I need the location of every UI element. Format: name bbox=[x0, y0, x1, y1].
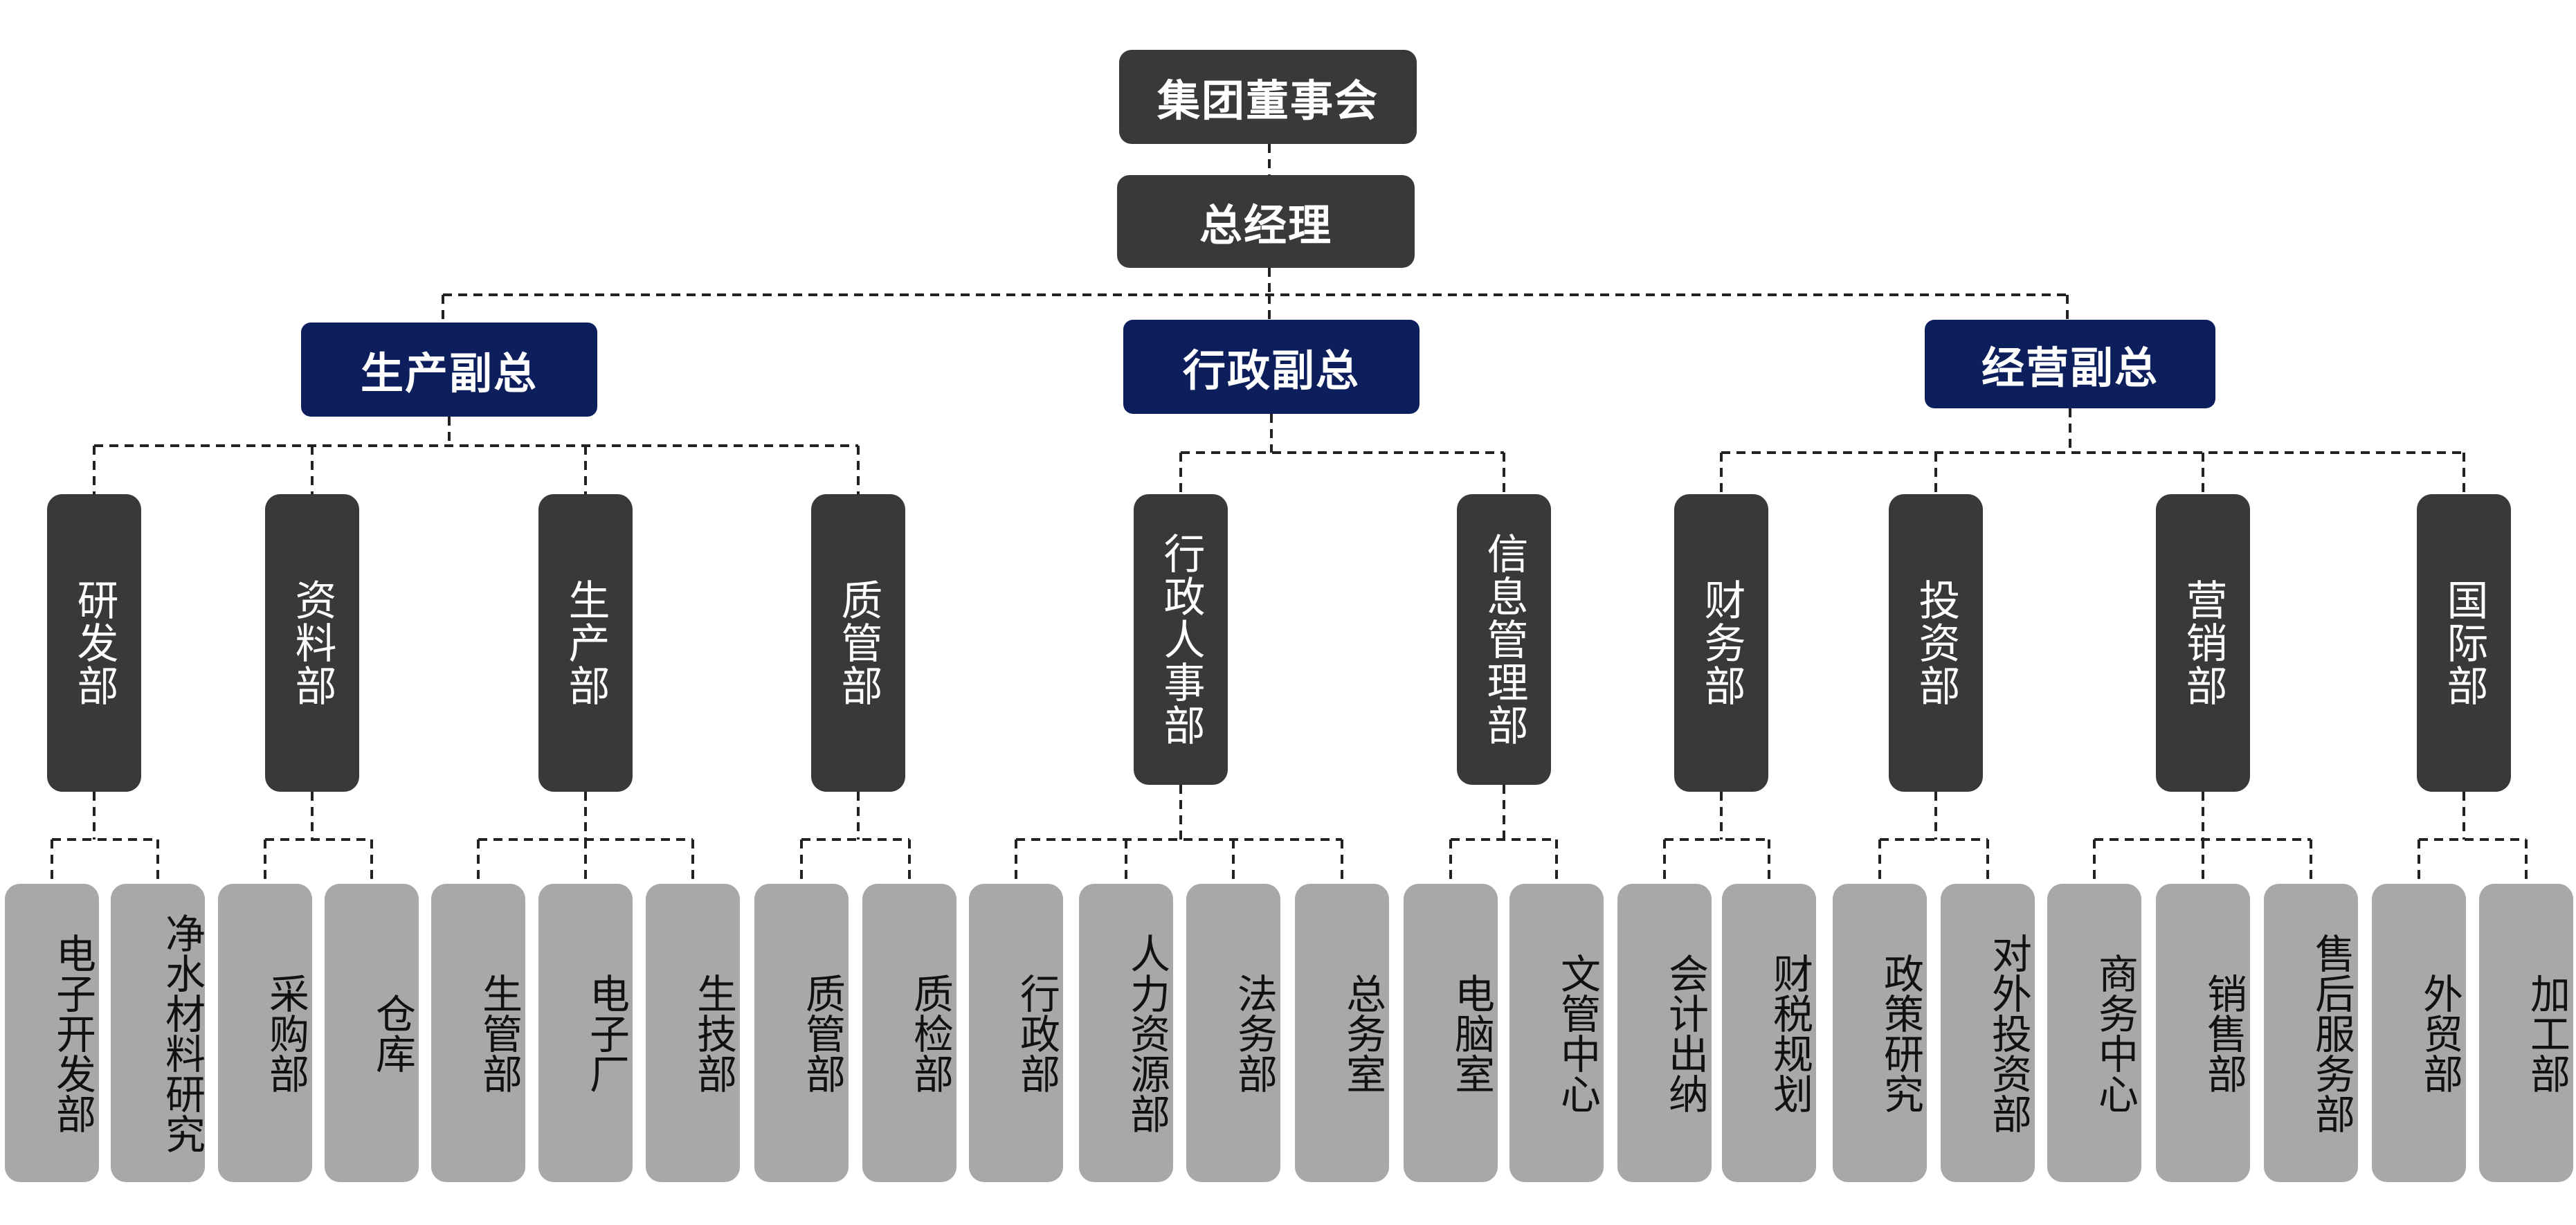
dept-box-1-1-label: 信息管理部 bbox=[1480, 532, 1528, 747]
unit-box: 人力资源部 bbox=[1079, 884, 1173, 1182]
dept-box-0-1-label: 资料部 bbox=[288, 579, 336, 707]
unit-box-0-3-1-label: 质检部 bbox=[907, 972, 954, 1094]
unit-box-0-0-0-label: 电子开发部 bbox=[49, 932, 96, 1134]
dept-box-1-1: 信息管理部 bbox=[1457, 494, 1551, 785]
unit-box-2-1-0-label: 政策研究 bbox=[1877, 952, 1924, 1114]
unit-box-0-2-2-label: 生技部 bbox=[690, 972, 737, 1094]
unit-box-2-0-0-label: 会计出纳 bbox=[1662, 952, 1709, 1114]
unit-box-0-1-0-label: 采购部 bbox=[262, 972, 309, 1094]
unit-box: 商务中心 bbox=[2047, 884, 2141, 1182]
unit-box-2-2-1-label: 销售部 bbox=[2200, 972, 2247, 1094]
dept-box-0-1: 资料部 bbox=[265, 494, 359, 792]
vp-box-2-label: 经营副总 bbox=[1981, 343, 2159, 393]
unit-box-1-1-0-label: 电脑室 bbox=[1448, 972, 1495, 1094]
unit-box: 总务室 bbox=[1295, 884, 1389, 1182]
unit-box-2-2-2-label: 售后服务部 bbox=[2308, 932, 2355, 1134]
unit-box-2-3-0-label: 外贸部 bbox=[2416, 972, 2463, 1094]
dept-box-2-0-label: 财务部 bbox=[1697, 579, 1745, 707]
unit-box-1-0-3-label: 总务室 bbox=[1339, 972, 1386, 1094]
vp-box-0-label: 生产副总 bbox=[360, 348, 538, 399]
dept-box-0-0-label: 研发部 bbox=[70, 579, 118, 707]
unit-box: 采购部 bbox=[218, 884, 312, 1182]
unit-box: 行政部 bbox=[969, 884, 1063, 1182]
board-label: 集团董事会 bbox=[1157, 75, 1379, 126]
unit-box: 生管部 bbox=[431, 884, 525, 1182]
unit-box-2-0-1-label: 财税规划 bbox=[1766, 952, 1813, 1114]
unit-box: 质管部 bbox=[754, 884, 849, 1182]
dept-box-0-2: 生产部 bbox=[538, 494, 633, 792]
dept-box-2-0: 财务部 bbox=[1674, 494, 1768, 792]
unit-box-1-0-1-label: 人力资源部 bbox=[1123, 932, 1170, 1134]
unit-box: 法务部 bbox=[1186, 884, 1280, 1182]
dept-box-2-1: 投资部 bbox=[1889, 494, 1983, 792]
dept-box-2-3: 国际部 bbox=[2417, 494, 2511, 792]
vp-box-2: 经营副总 bbox=[1925, 320, 2215, 408]
unit-box-1-0-0-label: 行政部 bbox=[1013, 972, 1060, 1094]
unit-box-1-0-2-label: 法务部 bbox=[1231, 972, 1278, 1094]
general-manager-box: 总经理 bbox=[1117, 175, 1415, 268]
unit-box: 外贸部 bbox=[2372, 884, 2466, 1182]
unit-box: 售后服务部 bbox=[2264, 884, 2358, 1182]
unit-box: 生技部 bbox=[646, 884, 740, 1182]
unit-box: 政策研究 bbox=[1833, 884, 1927, 1182]
dept-box-2-1-label: 投资部 bbox=[1912, 579, 1960, 707]
dept-box-0-3: 质管部 bbox=[811, 494, 905, 792]
unit-box: 销售部 bbox=[2156, 884, 2250, 1182]
board-box: 集团董事会 bbox=[1119, 50, 1417, 144]
unit-box: 文管中心 bbox=[1509, 884, 1604, 1182]
unit-box-2-1-1-label: 对外投资部 bbox=[1985, 932, 2032, 1134]
dept-box-1-0-label: 行政人事部 bbox=[1157, 532, 1205, 747]
dept-box-0-0: 研发部 bbox=[47, 494, 141, 792]
unit-box-0-0-1-label: 净水材料研究 bbox=[158, 912, 206, 1154]
dept-box-0-3-label: 质管部 bbox=[834, 579, 882, 707]
unit-box: 净水材料研究 bbox=[111, 884, 206, 1182]
unit-box: 仓库 bbox=[325, 884, 419, 1182]
vp-box-1: 行政副总 bbox=[1123, 320, 1419, 414]
vp-box-1-label: 行政副总 bbox=[1182, 345, 1360, 396]
unit-box: 电子开发部 bbox=[5, 884, 99, 1182]
dept-box-2-3-label: 国际部 bbox=[2440, 579, 2488, 707]
dept-box-2-2: 营销部 bbox=[2156, 494, 2250, 792]
unit-box-0-2-1-label: 电子厂 bbox=[583, 972, 630, 1094]
unit-box-0-3-0-label: 质管部 bbox=[799, 972, 846, 1094]
dept-box-2-2-label: 营销部 bbox=[2179, 579, 2227, 707]
unit-box: 加工部 bbox=[2479, 884, 2573, 1182]
unit-box-2-3-1-label: 加工部 bbox=[2523, 972, 2570, 1094]
unit-box-1-1-1-label: 文管中心 bbox=[1554, 952, 1601, 1114]
dept-box-1-0: 行政人事部 bbox=[1134, 494, 1228, 785]
unit-box: 电子厂 bbox=[538, 884, 633, 1182]
unit-box: 财税规划 bbox=[1722, 884, 1816, 1182]
dept-box-0-2-label: 生产部 bbox=[561, 579, 610, 707]
unit-box-0-1-1-label: 仓库 bbox=[369, 992, 416, 1073]
unit-box-0-2-0-label: 生管部 bbox=[475, 972, 523, 1094]
unit-box: 会计出纳 bbox=[1617, 884, 1712, 1182]
general-manager-label: 总经理 bbox=[1199, 200, 1332, 251]
unit-box-2-2-0-label: 商务中心 bbox=[2092, 952, 2139, 1114]
vp-box-0: 生产副总 bbox=[301, 323, 597, 417]
unit-box: 对外投资部 bbox=[1941, 884, 2035, 1182]
unit-box: 电脑室 bbox=[1404, 884, 1498, 1182]
unit-box: 质检部 bbox=[862, 884, 956, 1182]
